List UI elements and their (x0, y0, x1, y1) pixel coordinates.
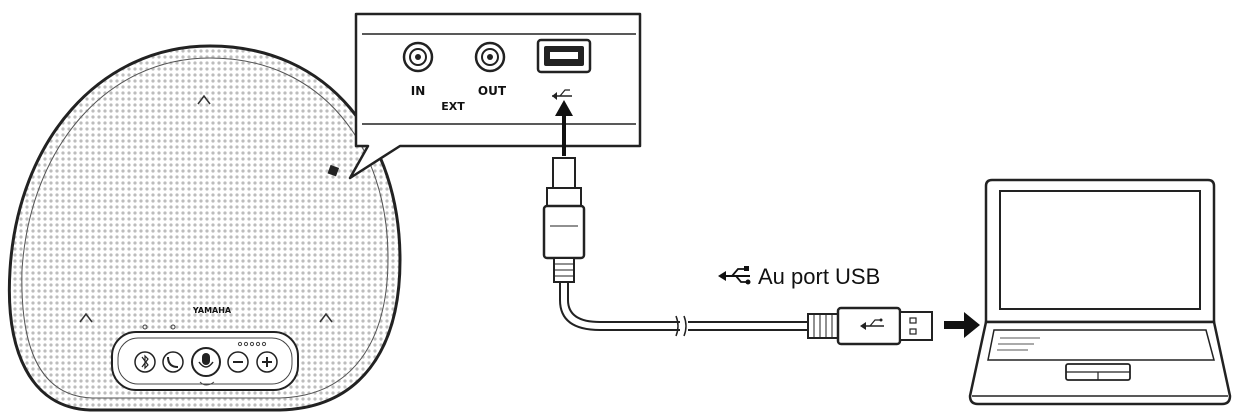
port-in-label: IN (411, 84, 426, 98)
mini-usb-plug (542, 157, 586, 283)
usb-a-plug (807, 306, 933, 346)
mic-marker-icon (197, 94, 211, 105)
mic-marker-icon (319, 312, 333, 323)
usb-port-symbol-icon (552, 89, 572, 100)
volume-up-icon[interactable] (256, 351, 278, 373)
ext-out-jack[interactable] (474, 41, 506, 73)
laptop (968, 178, 1232, 406)
laptop-screen (999, 190, 1201, 310)
usb-port[interactable] (536, 38, 592, 74)
volume-down-icon[interactable] (227, 351, 249, 373)
usb-destination-label: Au port USB (758, 264, 880, 289)
usb-destination-label-group: Au port USB (718, 264, 880, 289)
mic-marker-icon (79, 312, 93, 323)
connect-arrow-icon (944, 312, 980, 338)
bluetooth-icon[interactable] (134, 351, 156, 373)
usb-cable: Au port USB (542, 100, 980, 346)
plug-usb-symbol-icon (860, 318, 884, 330)
ext-in-jack[interactable] (402, 41, 434, 73)
speakerphone: YAMAHA (7, 44, 402, 412)
status-indicator (327, 164, 340, 177)
brand-logo: YAMAHA (192, 306, 232, 315)
port-callout: IN OUT EXT (348, 12, 642, 180)
mic-mute-icon[interactable] (191, 347, 221, 386)
call-icon[interactable] (162, 351, 184, 373)
ext-group-label: EXT (441, 100, 465, 113)
usb-symbol-icon (718, 266, 751, 285)
insert-arrow-icon (555, 100, 573, 116)
port-out-label: OUT (478, 84, 507, 98)
